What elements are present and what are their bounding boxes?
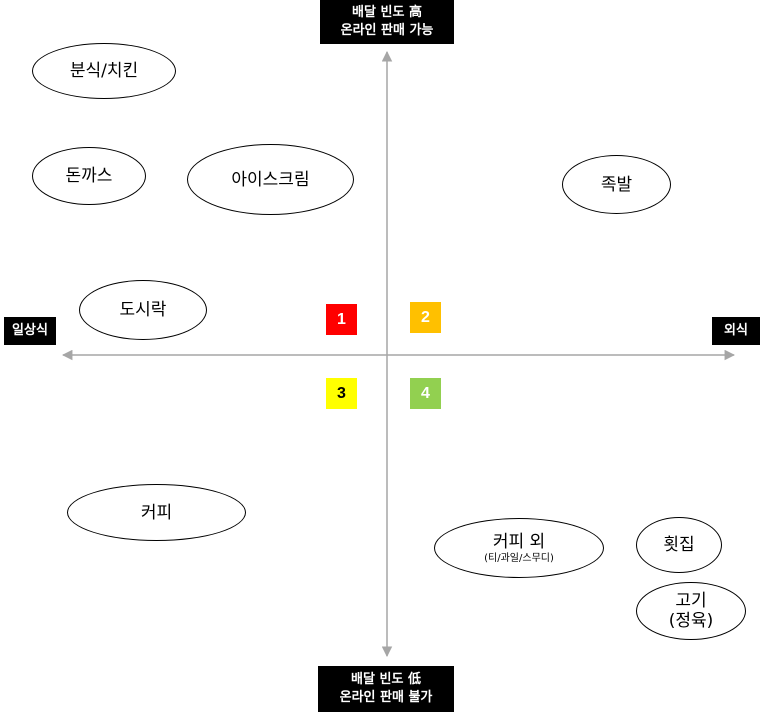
item-jokbal: 족발 — [562, 155, 671, 214]
quadrant-3-badge: 3 — [326, 378, 357, 409]
item-label: 분식/치킨 — [69, 61, 139, 81]
item-gogi: 고기 (정육) — [636, 582, 746, 640]
item-label: 돈까스 — [65, 166, 113, 186]
item-coffee-etc: 커피 외 (티/과일/스무디) — [434, 518, 604, 578]
item-label: 커피 — [140, 502, 173, 523]
item-label: 아이스크림 — [231, 169, 310, 190]
axis-label-bottom: 배달 빈도 低 온라인 판매 불가 — [318, 666, 454, 712]
item-bunsik-chicken: 분식/치킨 — [32, 43, 176, 99]
quadrant-1-badge: 1 — [326, 304, 357, 335]
axis-label-left-text: 일상식 — [12, 323, 48, 338]
item-sublabel: (정육) — [668, 611, 714, 631]
item-label: 족발 — [600, 174, 633, 195]
quadrant-4-badge: 4 — [410, 378, 441, 409]
quadrant-2-badge: 2 — [410, 302, 441, 333]
axis-label-bottom-line1: 배달 빈도 低 — [351, 672, 421, 687]
item-hoet: 횟집 — [636, 517, 722, 573]
axis-label-top-line1: 배달 빈도 高 — [352, 5, 422, 20]
item-sublabel: (티/과일/스무디) — [484, 552, 554, 564]
item-label: 도시락 — [119, 300, 167, 320]
item-label: 고기 — [675, 591, 707, 611]
item-donkas: 돈까스 — [32, 147, 146, 205]
item-coffee: 커피 — [67, 484, 246, 541]
axis-label-left: 일상식 — [4, 317, 56, 345]
axis-label-right: 외식 — [712, 317, 760, 345]
axis-label-bottom-line2: 온라인 판매 불가 — [339, 690, 433, 705]
axis-label-top-line2: 온라인 판매 가능 — [340, 23, 434, 38]
item-icecream: 아이스크림 — [187, 144, 354, 215]
axis-label-top: 배달 빈도 高 온라인 판매 가능 — [320, 0, 454, 44]
item-label: 커피 외 — [492, 531, 546, 552]
axis-label-right-text: 외식 — [724, 323, 748, 338]
item-label: 횟집 — [663, 535, 695, 555]
item-dosirak: 도시락 — [79, 280, 207, 340]
